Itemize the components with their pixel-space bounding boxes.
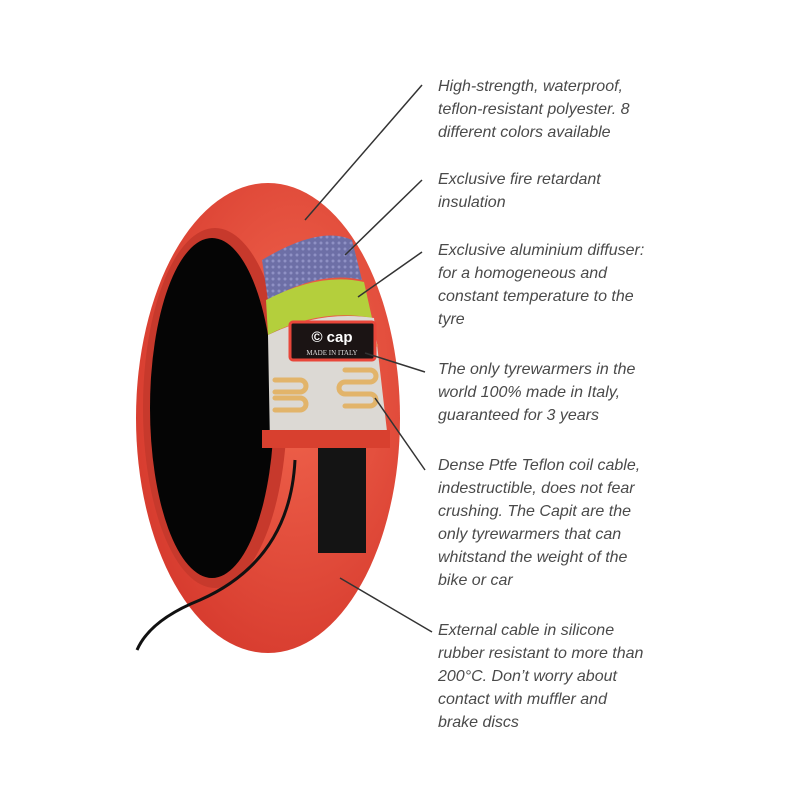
note-line: 200°C. Don’t worry about xyxy=(438,668,617,685)
note-line: contact with muffler and xyxy=(438,691,607,708)
note-line: rubber resistant to more than xyxy=(438,645,644,662)
note-line: Exclusive aluminium diffuser: xyxy=(438,242,645,259)
note-line: bike or car xyxy=(438,572,513,589)
note-line: tyre xyxy=(438,311,465,328)
note-coil-cable: Dense Ptfe Teflon coil cable, indestruct… xyxy=(438,454,778,592)
note-diffuser: Exclusive aluminium diffuser: for a homo… xyxy=(438,239,778,331)
note-line: insulation xyxy=(438,194,506,211)
velcro-strap xyxy=(318,448,366,553)
svg-text:© cap: © cap xyxy=(311,329,352,346)
note-line: Exclusive fire retardant xyxy=(438,171,601,188)
note-line: constant temperature to the xyxy=(438,288,634,305)
external-cable xyxy=(135,459,297,651)
capit-logo: © cap MADE IN ITALY xyxy=(288,320,377,362)
note-external-cable: External cable in silicone rubber resist… xyxy=(438,619,778,734)
note-made-in-italy: The only tyrewarmers in the world 100% m… xyxy=(438,358,778,427)
note-line: crushing. The Capit are the xyxy=(438,503,631,520)
note-line: different colors available xyxy=(438,124,611,141)
note-line: brake discs xyxy=(438,714,519,731)
note-line: Dense Ptfe Teflon coil cable, xyxy=(438,457,641,474)
insulation-layer xyxy=(262,235,362,300)
note-line: External cable in silicone xyxy=(438,622,615,639)
note-insulation: Exclusive fire retardant insulation xyxy=(438,168,778,214)
leader-lines xyxy=(304,84,433,633)
note-line: High-strength, waterproof, xyxy=(438,78,623,95)
svg-text:MADE IN ITALY: MADE IN ITALY xyxy=(306,349,357,357)
note-polyester: High-strength, waterproof, teflon-resist… xyxy=(438,75,778,144)
note-line: for a homogeneous and xyxy=(438,265,608,282)
tyre-hole xyxy=(150,238,274,578)
note-line: only tyrewarmers that can xyxy=(438,526,622,543)
note-line: teflon-resistant polyester. 8 xyxy=(438,101,630,118)
note-line: indestructible, does not fear xyxy=(438,480,635,497)
note-line: The only tyrewarmers in the xyxy=(438,361,636,378)
note-line: guaranteed for 3 years xyxy=(438,407,599,424)
note-line: world 100% made in Italy, xyxy=(438,384,621,401)
note-line: whitstand the weight of the xyxy=(438,549,628,566)
